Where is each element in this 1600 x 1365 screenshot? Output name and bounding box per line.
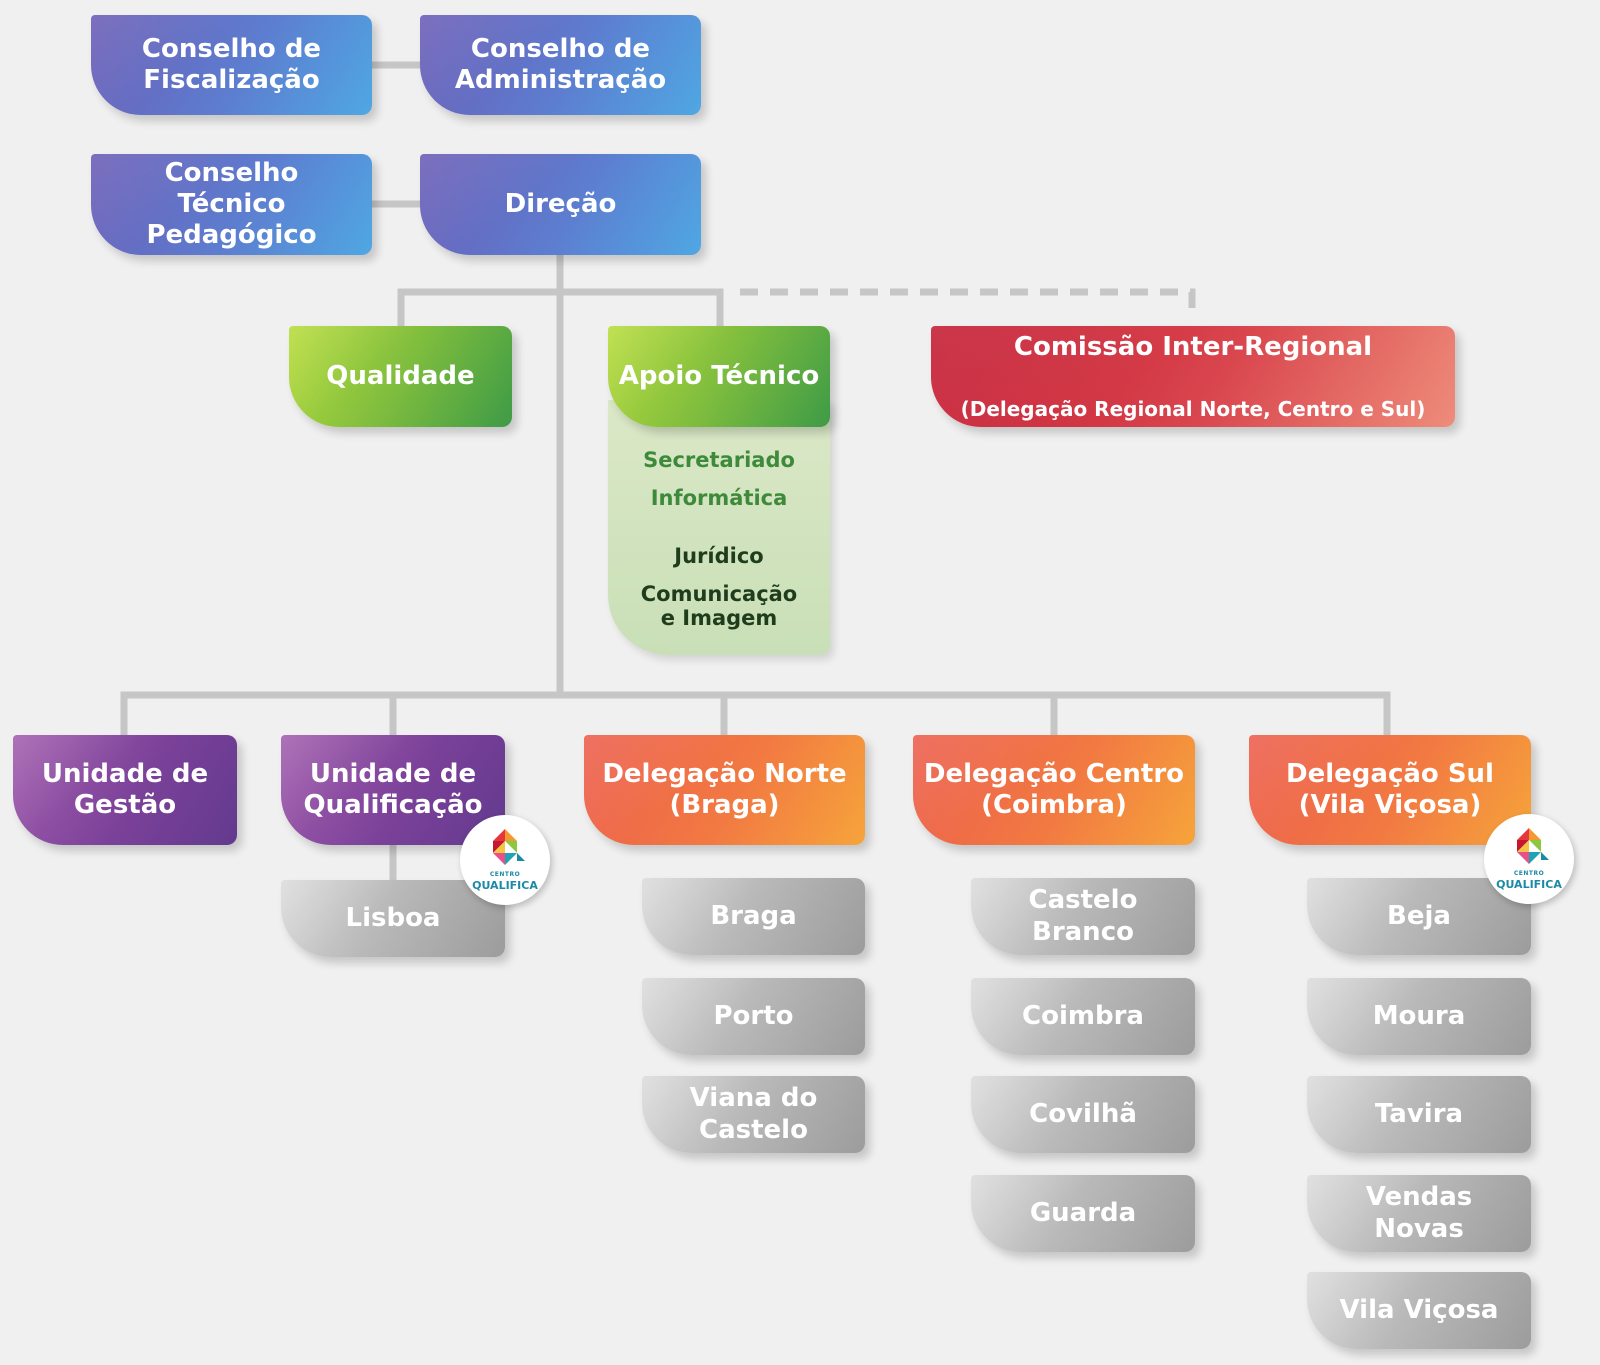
delegation-north-box: Delegação Norte (Braga) — [584, 735, 865, 845]
site-viana-do-castelo: Viana do Castelo — [642, 1076, 865, 1153]
site-tavira: Tavira — [1307, 1076, 1531, 1153]
fiscal-council-box: Conselho de Fiscalização — [91, 15, 372, 115]
technical-support-label: Apoio Técnico — [618, 360, 820, 391]
qualification-unit-box: Unidade de Qualificação — [281, 735, 505, 845]
direction-box: Direção — [420, 154, 701, 255]
fiscal-council-label: Conselho de Fiscalização — [141, 33, 322, 95]
site-vila-vicosa: Vila Viçosa — [1307, 1272, 1531, 1349]
badge-line2: QUALIFICA — [1496, 878, 1562, 891]
quality-label: Qualidade — [326, 360, 475, 391]
pedagogical-council-box: Conselho Técnico Pedagógico — [91, 154, 372, 255]
technical-support-panel — [608, 400, 830, 655]
centro-qualifica-logo-icon — [1517, 828, 1549, 864]
support-item-communication: Comunicação e Imagem — [640, 582, 798, 631]
quality-box: Qualidade — [289, 326, 512, 427]
management-unit-label: Unidade de Gestão — [41, 758, 209, 820]
site-label: Covilhã — [1029, 1098, 1137, 1129]
site-label: Coimbra — [1022, 1000, 1144, 1031]
centro-qualifica-badge: CENTRO QUALIFICA — [1484, 814, 1574, 904]
site-label: Viana do Castelo — [689, 1083, 818, 1145]
badge-line1: CENTRO — [489, 871, 521, 878]
site-label: Lisboa — [345, 902, 441, 933]
direction-label: Direção — [504, 188, 617, 219]
technical-support-box: Apoio Técnico — [608, 326, 830, 427]
site-label: Vila Viçosa — [1339, 1294, 1499, 1325]
site-label: Moura — [1372, 1000, 1466, 1031]
delegation-center-label: Delegação Centro (Coimbra) — [923, 758, 1185, 820]
site-label: Tavira — [1374, 1098, 1464, 1129]
site-castelo-branco: Castelo Branco — [971, 878, 1195, 955]
site-label: Braga — [710, 900, 797, 931]
site-coimbra: Coimbra — [971, 978, 1195, 1055]
support-item-legal: Jurídico — [674, 544, 764, 568]
delegation-center-box: Delegação Centro (Coimbra) — [913, 735, 1195, 845]
delegation-south-box: Delegação Sul (Vila Viçosa) — [1249, 735, 1531, 845]
centro-qualifica-logo-icon — [493, 829, 525, 865]
site-label: Porto — [713, 1000, 794, 1031]
support-item-secretariat: Secretariado — [643, 448, 795, 472]
centro-qualifica-badge: CENTRO QUALIFICA — [460, 815, 550, 905]
site-label: Vendas Novas — [1365, 1182, 1473, 1244]
site-moura: Moura — [1307, 978, 1531, 1055]
site-beja: Beja — [1307, 878, 1531, 955]
site-braga: Braga — [642, 878, 865, 955]
pedagogical-council-label: Conselho Técnico Pedagógico — [146, 157, 317, 251]
badge-line1: CENTRO — [1513, 870, 1545, 877]
site-covilha: Covilhã — [971, 1076, 1195, 1153]
qualification-unit-label: Unidade de Qualificação — [303, 758, 483, 820]
site-lisboa: Lisboa — [281, 880, 505, 957]
site-label: Castelo Branco — [1028, 885, 1138, 947]
site-label: Guarda — [1029, 1197, 1137, 1228]
site-porto: Porto — [642, 978, 865, 1055]
board-label: Conselho de Administração — [454, 33, 667, 95]
badge-line2: QUALIFICA — [472, 879, 538, 892]
support-item-it: Informática — [650, 486, 788, 510]
site-guarda: Guarda — [971, 1175, 1195, 1252]
regional-commission-subtitle: (Delegação Regional Norte, Centro e Sul) — [960, 396, 1426, 421]
site-label: Beja — [1387, 900, 1451, 931]
regional-commission-box: Comissão Inter-Regional (Delegação Regio… — [931, 326, 1455, 427]
delegation-north-label: Delegação Norte (Braga) — [602, 758, 847, 820]
board-box: Conselho de Administração — [420, 15, 701, 115]
regional-commission-title: Comissão Inter-Regional — [1013, 332, 1373, 363]
site-vendas-novas: Vendas Novas — [1307, 1175, 1531, 1252]
delegation-south-label: Delegação Sul (Vila Viçosa) — [1286, 758, 1494, 820]
management-unit-box: Unidade de Gestão — [13, 735, 237, 845]
